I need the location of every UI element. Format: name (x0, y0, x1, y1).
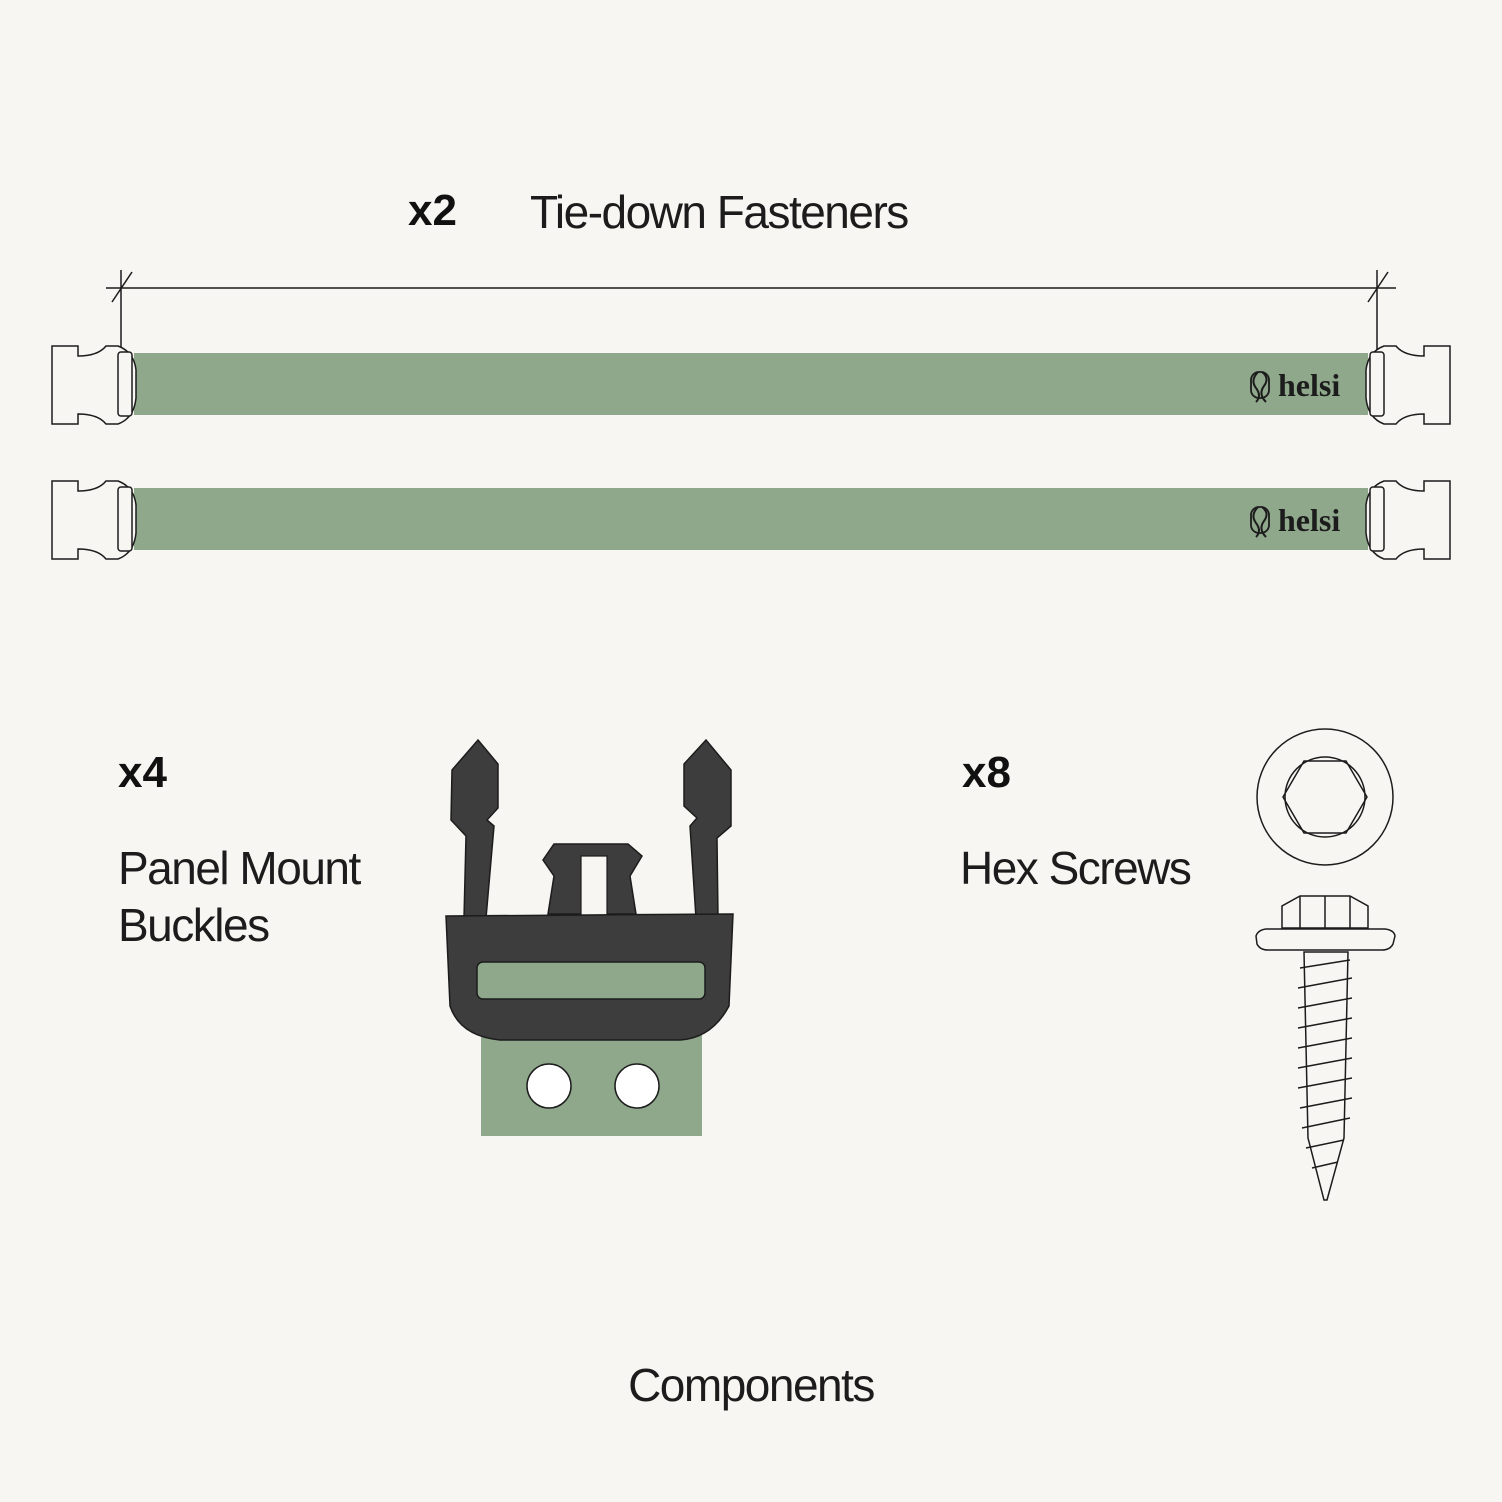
tie-down-strap-2: helsi (51, 480, 1451, 560)
strap-end-buckle-icon (1365, 345, 1451, 425)
buckles-label-line2: Buckles (118, 899, 270, 951)
tie-down-strap-1: helsi (51, 345, 1451, 425)
screws-label: Hex Screws (960, 842, 1192, 894)
caption: Components (628, 1359, 875, 1411)
tie-down-quantity: x2 (408, 186, 457, 235)
screws-quantity: x8 (962, 748, 1011, 797)
strap-end-buckle-icon (1365, 480, 1451, 560)
brand-wordmark: helsi (1278, 502, 1340, 538)
buckles-label-line1: Panel Mount (118, 842, 361, 894)
strap-end-buckle-icon (51, 480, 137, 560)
strap-end-buckle-icon (51, 345, 137, 425)
panel-mount-buckle-icon (445, 738, 734, 1136)
buckles-quantity: x4 (118, 748, 167, 797)
hex-screw-side-icon (1255, 895, 1396, 1201)
brand-wordmark: helsi (1278, 367, 1340, 403)
tie-down-label: Tie-down Fasteners (530, 186, 909, 238)
hex-screw-top-icon (1256, 728, 1394, 866)
dimension-line (106, 270, 1396, 352)
